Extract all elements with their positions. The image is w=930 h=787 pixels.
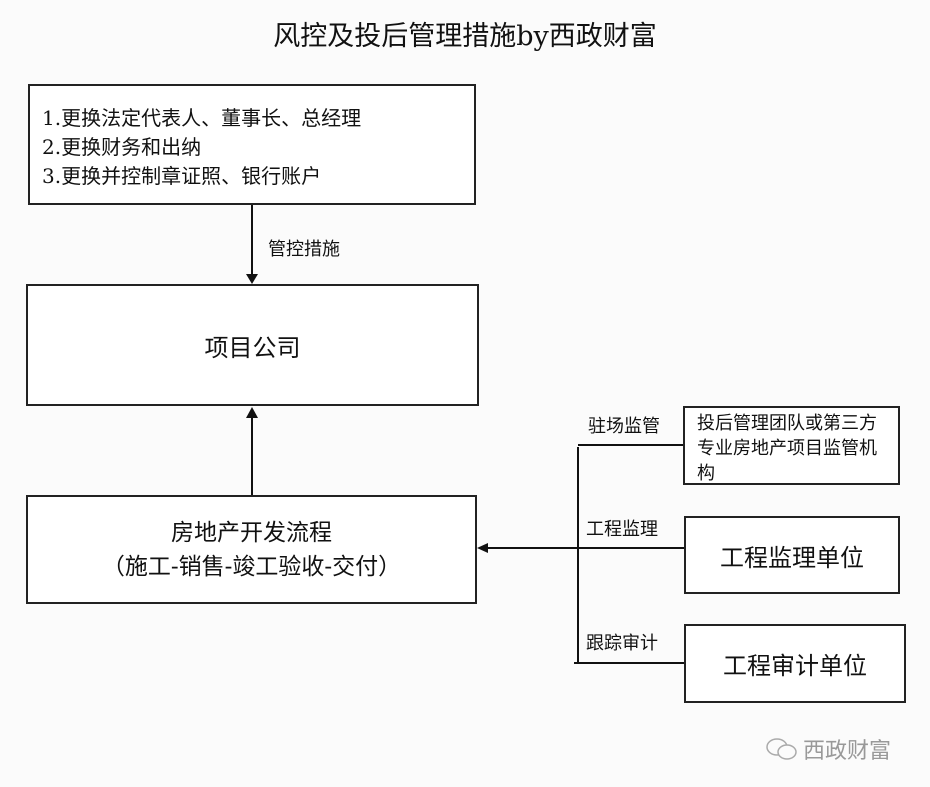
branch-label-audit: 跟踪审计	[586, 633, 658, 654]
engineering-audit-text: 工程审计单位	[723, 652, 867, 680]
arrowhead-down	[246, 274, 258, 284]
arrowhead-up	[246, 407, 258, 418]
development-process-stages: （施工-销售-竣工验收-交付）	[101, 553, 402, 580]
engineering-supervision-text: 工程监理单位	[720, 543, 864, 572]
development-process-box: 房地产开发流程 （施工-销售-竣工验收-交付）	[26, 495, 477, 604]
engineering-audit-box: 工程审计单位	[684, 624, 906, 703]
development-process-title: 房地产开发流程	[171, 519, 332, 546]
onsite-supervision-text: 投后管理团队或第三方专业房地产项目监管机构	[697, 413, 877, 484]
watermark: 西政财富	[765, 733, 891, 765]
control-measures-label: 管控措施	[268, 239, 340, 260]
arrowhead-left	[477, 543, 488, 553]
project-company-box: 项目公司	[26, 284, 479, 406]
branch-label-engineering: 工程监理	[586, 519, 658, 540]
measure-item: 1.更换法定代表人、董事长、总经理	[42, 106, 362, 130]
project-company-label: 项目公司	[204, 333, 301, 362]
measure-item: 2.更换财务和出纳	[42, 135, 202, 159]
measure-item: 3.更换并控制章证照、银行账户	[42, 164, 322, 188]
branch-label-onsite: 驻场监管	[588, 416, 660, 437]
engineering-supervision-box: 工程监理单位	[684, 516, 900, 594]
wechat-icon	[766, 738, 797, 760]
control-measures-box: 1.更换法定代表人、董事长、总经理 2.更换财务和出纳 3.更换并控制章证照、银…	[28, 84, 476, 205]
watermark-text: 西政财富	[803, 739, 892, 764]
onsite-supervision-box: 投后管理团队或第三方专业房地产项目监管机构	[683, 406, 900, 485]
diagram-title: 风控及投后管理措施by西政财富	[273, 21, 657, 52]
